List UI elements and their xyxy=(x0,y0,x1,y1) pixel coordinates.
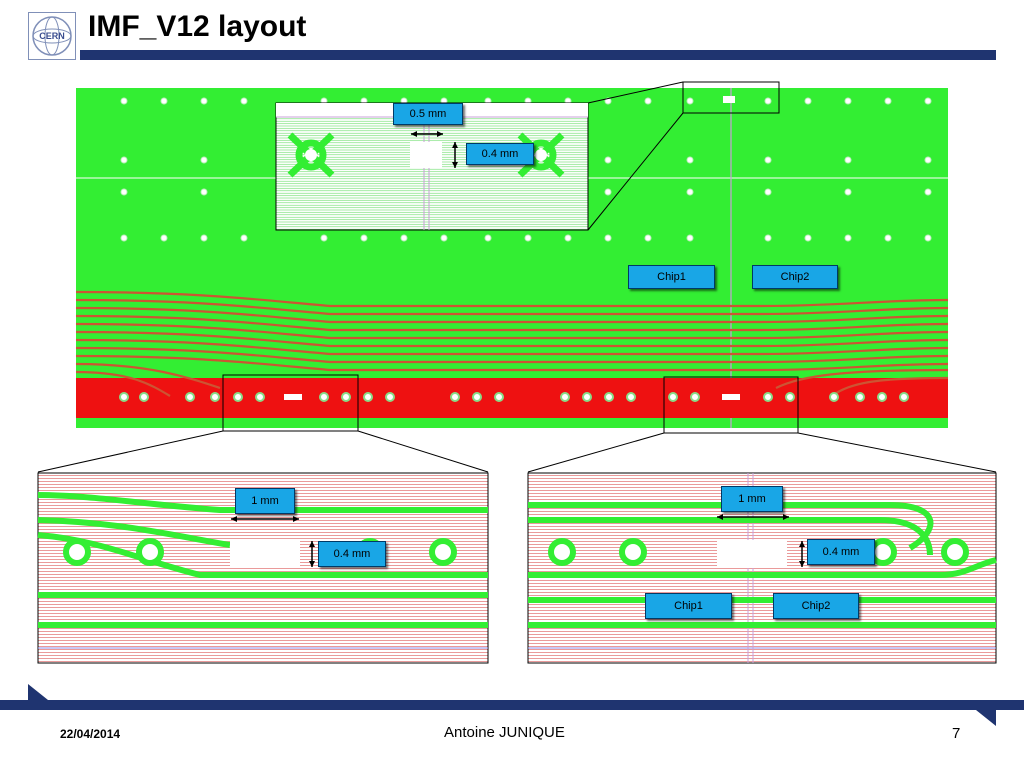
footer-author: Antoine JUNIQUE xyxy=(444,724,565,741)
svg-text:CERN: CERN xyxy=(39,31,65,41)
footer-date: 22/04/2014 xyxy=(60,727,121,741)
slide-title: IMF_V12 layout xyxy=(88,10,307,43)
right-inset-width-label: 1 mm xyxy=(721,486,783,512)
left-zoom-frame xyxy=(222,374,359,432)
footer-bar xyxy=(0,684,1024,726)
top-inset-width-label: 0.5 mm xyxy=(393,103,463,125)
chip1-main-label: Chip1 xyxy=(628,265,715,289)
right-zoom-frame xyxy=(663,376,799,434)
chip2-right-label: Chip2 xyxy=(773,593,859,619)
right-inset-height-label: 0.4 mm xyxy=(807,539,875,565)
chip2-main-label: Chip2 xyxy=(752,265,838,289)
title-underline-bar xyxy=(80,50,996,60)
left-inset-width-label: 1 mm xyxy=(235,488,295,514)
footer-page-number: 7 xyxy=(952,725,961,742)
left-inset-height-label: 0.4 mm xyxy=(318,541,386,567)
cern-logo: CERN xyxy=(28,12,76,60)
top-zoom-inset xyxy=(275,81,780,231)
top-inset-height-label: 0.4 mm xyxy=(466,143,534,165)
pcb-layout-figure xyxy=(37,81,997,664)
left-zoom-inset xyxy=(37,472,489,664)
chip1-right-label: Chip1 xyxy=(645,593,732,619)
cern-logo-icon: CERN xyxy=(32,16,72,56)
